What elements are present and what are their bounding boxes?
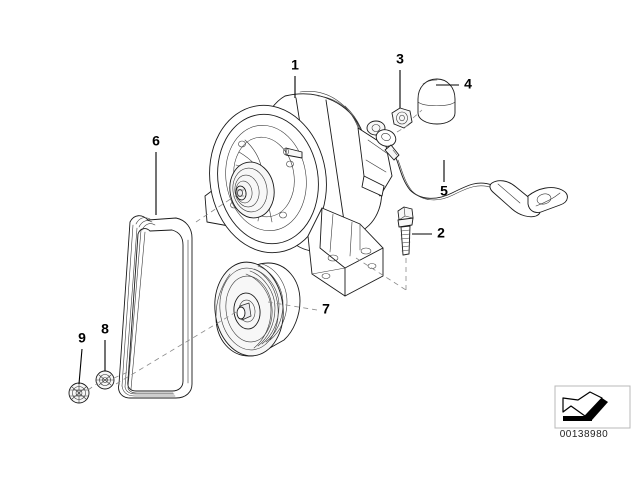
callout-7[interactable]: 7 (322, 301, 330, 317)
assembly-line-nut-to-washer (87, 382, 99, 391)
callout-3[interactable]: 3 (396, 51, 404, 67)
callout-4[interactable]: 4 (464, 76, 472, 92)
callout-1[interactable]: 1 (291, 57, 299, 73)
leader-lines (78, 70, 459, 391)
part-alternator[interactable] (199, 91, 393, 297)
assembly-line-bolt-to-foot (355, 257, 407, 291)
part-belt-pulley[interactable] (210, 259, 301, 360)
assembly-line-washer-to-belt (113, 371, 129, 379)
figure-footer: 00138980 (554, 385, 631, 440)
callout-9[interactable]: 9 (78, 330, 86, 346)
figure-number: 00138980 (560, 429, 609, 440)
assembly-line-nut-to-cap (412, 109, 423, 119)
callout-8[interactable]: 8 (101, 321, 109, 337)
part-battery-cable[interactable] (374, 127, 568, 218)
manufacturer-mark-shade (585, 398, 608, 420)
manufacturer-mark-base (563, 416, 592, 421)
part-hex-bolt[interactable] (397, 206, 414, 256)
assembly-line-nut-to-terminal (396, 122, 413, 133)
part-lock-nut[interactable] (68, 382, 90, 404)
callout-6[interactable]: 6 (152, 133, 160, 149)
callout-2[interactable]: 2 (437, 225, 445, 241)
part-ribbed-v-belt[interactable] (118, 215, 193, 399)
callout-numbers: 1 2 3 4 5 6 7 8 9 (78, 51, 472, 346)
leader-line-9 (78, 348, 83, 385)
callout-5[interactable]: 5 (440, 183, 448, 199)
part-rubber-cap[interactable] (417, 78, 456, 125)
part-washer[interactable] (95, 370, 115, 390)
